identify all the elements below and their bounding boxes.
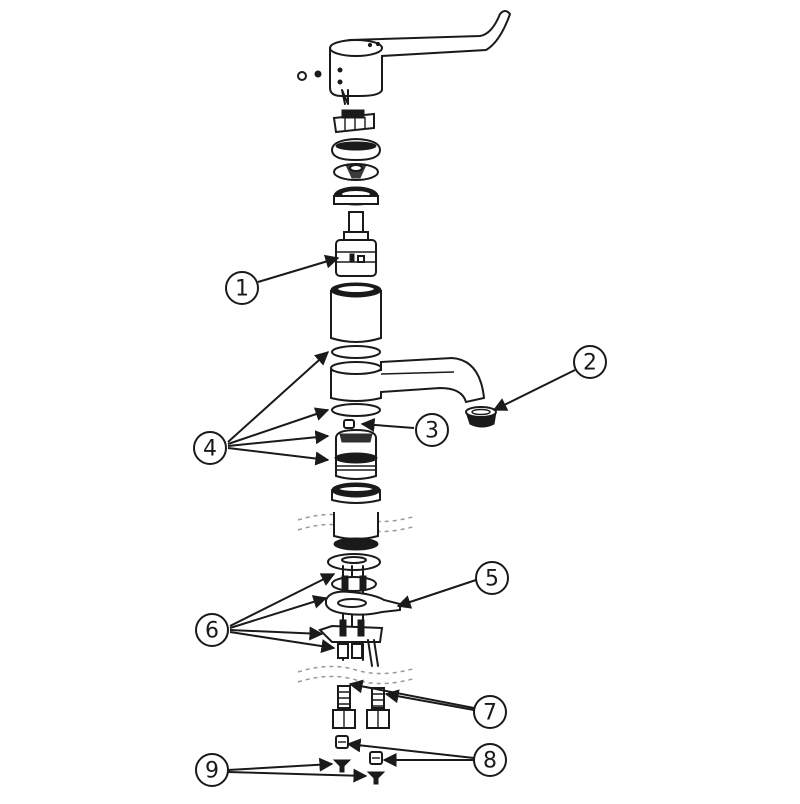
ring-nut xyxy=(333,186,379,206)
nuts-lower xyxy=(337,643,363,659)
lever-handle xyxy=(329,10,512,97)
o-ring-upper xyxy=(331,345,381,359)
hose-connector-left xyxy=(332,685,356,729)
spout-body xyxy=(330,356,486,404)
cartridge xyxy=(335,211,377,277)
flex-hoses xyxy=(367,639,379,667)
callout-2-label: 2 xyxy=(583,351,597,376)
o-ring-lower xyxy=(331,403,381,417)
callout-8: 8 xyxy=(473,743,507,777)
grub-screw xyxy=(297,70,322,81)
body-sleeve xyxy=(330,282,382,343)
callout-4-label: 4 xyxy=(203,437,217,462)
callout-6-label: 6 xyxy=(205,619,219,644)
star-nut xyxy=(333,163,379,181)
callout-2: 2 xyxy=(573,345,607,379)
thread-ring xyxy=(331,482,381,504)
shank-tube xyxy=(333,512,379,551)
callout-6: 6 xyxy=(195,613,229,647)
hose-connector-right xyxy=(366,687,390,729)
filter-right xyxy=(369,751,383,765)
fixing-washer xyxy=(327,553,381,571)
filter-left xyxy=(335,735,349,749)
aerator xyxy=(465,406,497,428)
callout-9: 9 xyxy=(195,753,229,787)
handle-adapter xyxy=(332,109,375,134)
callout-3: 3 xyxy=(415,413,449,447)
callout-8-label: 8 xyxy=(483,749,497,774)
callout-3-label: 3 xyxy=(425,419,439,444)
leader-lines xyxy=(227,254,576,783)
diverter-insert xyxy=(334,428,378,480)
dome-cover xyxy=(330,137,382,162)
horseshoe-plate xyxy=(325,590,401,616)
callout-7-label: 7 xyxy=(483,701,497,726)
small-seal xyxy=(343,419,355,429)
retaining-clip xyxy=(341,89,349,105)
seal-right xyxy=(366,771,386,785)
callout-7: 7 xyxy=(473,695,507,729)
seal-left xyxy=(332,759,352,773)
callout-1: 1 xyxy=(225,271,259,305)
callout-5: 5 xyxy=(475,561,509,595)
callout-1-label: 1 xyxy=(235,277,249,302)
callout-5-label: 5 xyxy=(485,567,499,592)
rubber-gasket xyxy=(331,575,377,592)
break-line-lower xyxy=(297,665,417,685)
callout-9-label: 9 xyxy=(205,759,219,784)
callout-4: 4 xyxy=(193,431,227,465)
